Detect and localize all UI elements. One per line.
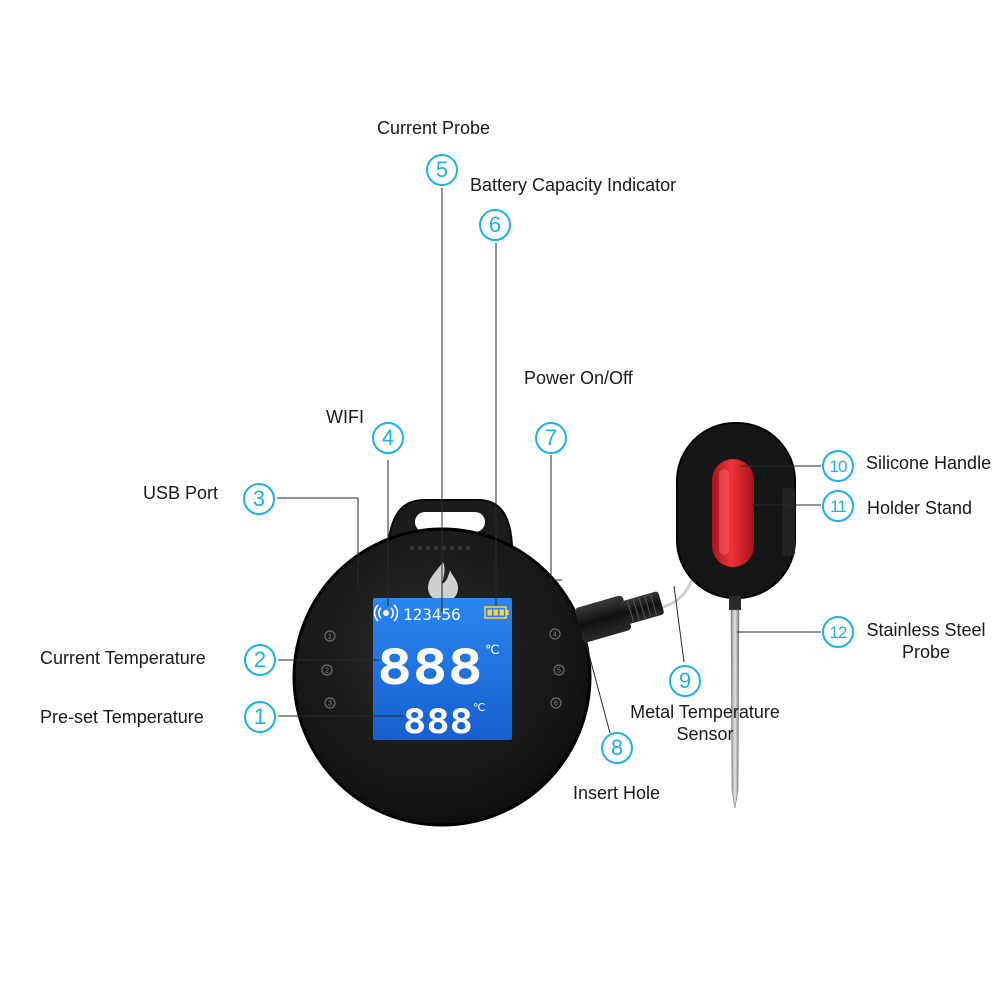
callout-badge-4: 4 [372, 422, 404, 454]
lcd-current-temp: 888 [377, 640, 483, 696]
label-silicone-handle: Silicone Handle [866, 453, 992, 473]
label-holder-stand: Holder Stand [867, 498, 973, 518]
lcd-battery-icon [484, 606, 509, 619]
callout-badge-12: 12 [822, 616, 854, 648]
lcd-preset-unit: ℃ [473, 701, 485, 714]
lcd-current-unit: ℃ [485, 643, 500, 658]
hanging-loop-hole [415, 512, 485, 532]
silicone-handle-grip [712, 459, 754, 567]
label-preset-temperature: Pre-set Temperature [40, 707, 204, 727]
label-wifi: WIFI [326, 407, 364, 427]
side-button-3: 3 [328, 701, 332, 708]
lcd-preset-temp: 888 [403, 702, 473, 742]
callout-badge-11: 11 [822, 490, 854, 522]
label-usb-port: USB Port [143, 483, 219, 503]
callout-badge-8: 8 [601, 732, 633, 764]
side-button-4: 4 [553, 632, 557, 639]
side-button-2: 2 [325, 668, 329, 675]
holder-stand [782, 488, 795, 556]
callout-badge-3: 3 [243, 483, 275, 515]
callout-badge-10: 10 [822, 450, 854, 482]
side-buttons [321, 628, 565, 709]
label-metal-temperature-sensor: Metal Temperature Sensor [630, 702, 780, 744]
callout-badge-7: 7 [535, 422, 567, 454]
side-button-6: 6 [554, 701, 558, 708]
side-button-1: 1 [328, 634, 332, 641]
speaker-grille [410, 546, 470, 550]
label-current-temperature: Current Temperature [40, 648, 206, 668]
label-insert-hole: Insert Hole [573, 783, 661, 803]
callout-badge-9: 9 [669, 665, 701, 697]
lcd-probe-numbers: 123456 [403, 605, 461, 624]
callout-badge-5: 5 [426, 154, 458, 186]
callout-badge-6: 6 [479, 209, 511, 241]
leader-lines [277, 188, 821, 734]
lcd-screen [373, 598, 512, 740]
label-battery-indicator: Battery Capacity Indicator [470, 175, 677, 195]
callout-badge-1: 1 [244, 701, 276, 733]
flame-logo [428, 562, 458, 602]
probe-shaft [730, 609, 740, 809]
label-power-on-off: Power On/Off [524, 368, 633, 388]
side-button-5: 5 [557, 668, 561, 675]
probe-ferrule [729, 596, 741, 610]
label-current-probe: Current Probe [377, 118, 491, 138]
callout-badge-2: 2 [244, 644, 276, 676]
lcd-wifi-icon [373, 604, 399, 622]
probe-plug [574, 591, 664, 643]
label-stainless-steel-probe: Stainless Steel Probe [866, 620, 986, 662]
